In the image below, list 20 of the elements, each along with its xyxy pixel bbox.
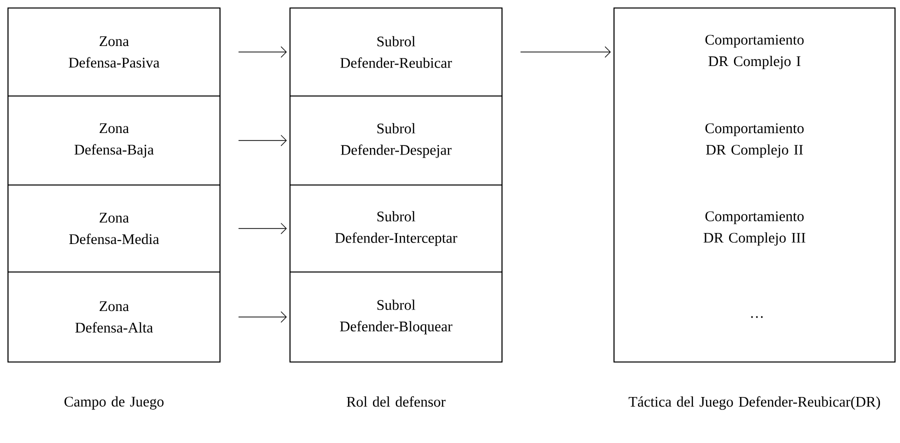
column-caption: Rol del defensor (346, 396, 446, 407)
arrow (238, 222, 287, 234)
behavior-text: Comportamiento DR Complejo III (704, 211, 806, 246)
arrow (238, 46, 287, 58)
zone-box: Zona Defensa-Media (7, 184, 221, 273)
zone-box: Subrol Defender-Despejar (289, 95, 503, 186)
column-caption: Táctica del Juego Defender-Reubicar(DR) (628, 396, 880, 410)
zone-box: Subrol Defender-Interceptar (289, 184, 503, 273)
zone-box: Zona Defensa-Pasiva (7, 7, 221, 97)
column-caption: Campo de Juego (64, 396, 164, 410)
zone-box: Subrol Defender-Reubicar (289, 7, 503, 97)
behavior-text: Comportamiento DR Complejo II (705, 123, 804, 158)
zone-box: Zona Defensa-Baja (7, 95, 221, 186)
arrow (238, 134, 287, 146)
arrow (520, 46, 611, 58)
arrow (238, 311, 287, 323)
behavior-text: … (751, 316, 763, 318)
zone-box: Zona Defensa-Alta (7, 271, 221, 363)
zone-box: Subrol Defender-Bloquear (289, 271, 503, 363)
behavior-text: Comportamiento DR Complejo I (705, 34, 804, 70)
